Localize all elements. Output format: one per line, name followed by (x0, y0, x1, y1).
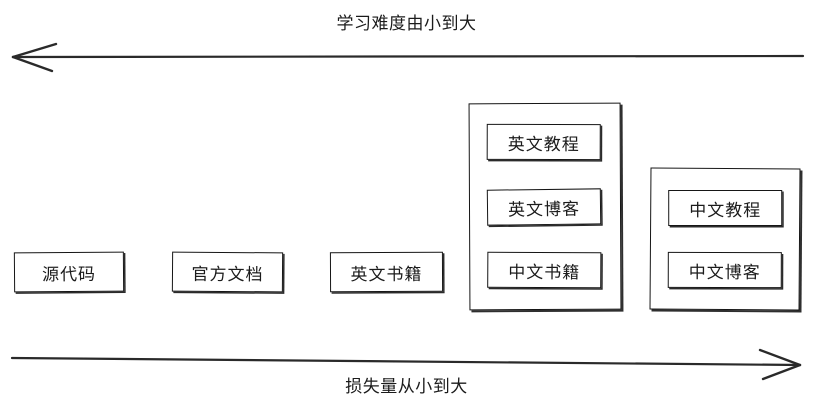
node-source-code[interactable]: 源代码 (13, 251, 125, 293)
node-chinese-tutorial[interactable]: 中文教程 (668, 189, 783, 227)
node-english-books[interactable]: 英文书籍 (329, 251, 444, 293)
node-label: 中文教程 (689, 200, 762, 220)
node-chinese-books[interactable]: 中文书籍 (487, 251, 602, 289)
top-axis-arrow (11, 42, 805, 73)
node-label: 英文博客 (507, 199, 581, 219)
node-english-blog[interactable]: 英文博客 (486, 188, 602, 226)
node-chinese-blog[interactable]: 中文博客 (667, 251, 782, 289)
node-official-docs[interactable]: 官方文档 (171, 251, 284, 293)
node-label: 源代码 (41, 264, 97, 284)
group-middle: 英文教程 英文博客 中文书籍 (468, 102, 622, 311)
node-label: 英文书籍 (350, 264, 423, 284)
node-label: 中文书籍 (508, 262, 581, 282)
node-english-tutorial[interactable]: 英文教程 (486, 123, 601, 161)
node-label: 官方文档 (191, 264, 264, 284)
top-axis-label: 学习难度由小到大 (336, 14, 477, 33)
node-label: 中文博客 (688, 262, 761, 282)
node-label: 英文教程 (507, 134, 580, 154)
bottom-axis-label: 损失量从小到大 (345, 377, 468, 396)
group-right: 中文教程 中文博客 (649, 167, 801, 311)
